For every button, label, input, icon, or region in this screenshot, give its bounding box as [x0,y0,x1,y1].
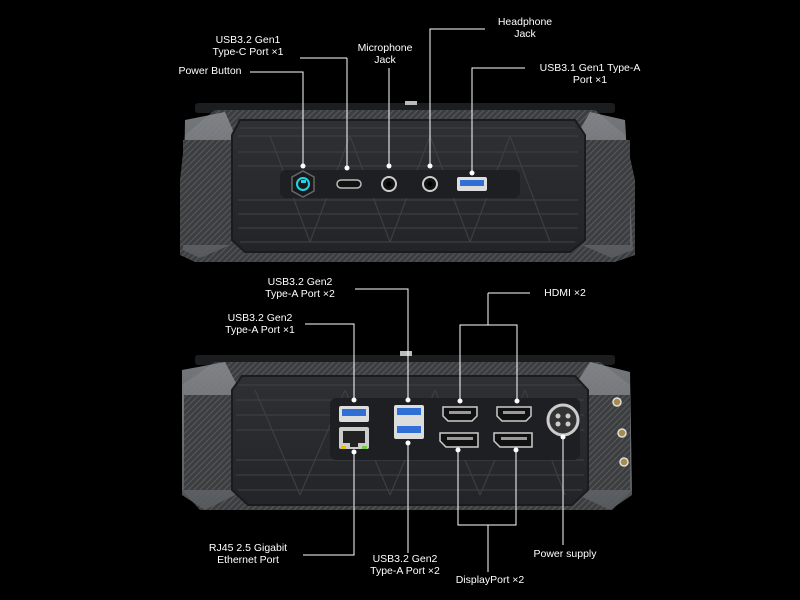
usb-a-port-front [457,177,487,191]
label-hdmi: HDMI ×2 [544,287,586,299]
usb-a-port-rear-1 [339,406,369,422]
label-power-button: Power Button [178,65,242,77]
label-power-supply: Power supply [533,548,597,560]
label-usb32-gen2-x1: USB3.2 Gen2 Type-A Port ×1 [225,312,295,336]
front-leader-lines [250,28,525,176]
label-headphone: Headphone Jack [497,16,553,40]
usb-c-port [336,179,362,189]
usb-a-port-rear-2 [394,405,424,439]
hdmi-port-1 [442,406,478,422]
label-usb32-typec: USB3.2 Gen1 Type-C Port ×1 [212,34,284,58]
antenna-screws [612,397,629,467]
rear-leader-lines [303,288,566,572]
rj45-port [339,427,369,449]
displayport-1 [439,432,479,448]
displayport-2 [493,432,533,448]
power-supply-port [546,403,580,437]
label-rj45: RJ45 2.5 Gigabit Ethernet Port [208,542,288,566]
rear-panel [182,351,632,510]
front-panel [180,101,635,262]
label-usb31-typea: USB3.1 Gen1 Type-A Port ×1 [539,62,641,86]
power-button-icon[interactable] [291,170,315,198]
microphone-jack [381,176,397,192]
hdmi-port-2 [496,406,532,422]
headphone-jack [422,176,438,192]
label-microphone: Microphone Jack [357,42,413,66]
label-displayport: DisplayPort ×2 [455,574,525,586]
label-usb32-gen2-x2-bottom: USB3.2 Gen2 Type-A Port ×2 [370,553,440,577]
label-usb32-gen2-x2-top: USB3.2 Gen2 Type-A Port ×2 [265,276,335,300]
